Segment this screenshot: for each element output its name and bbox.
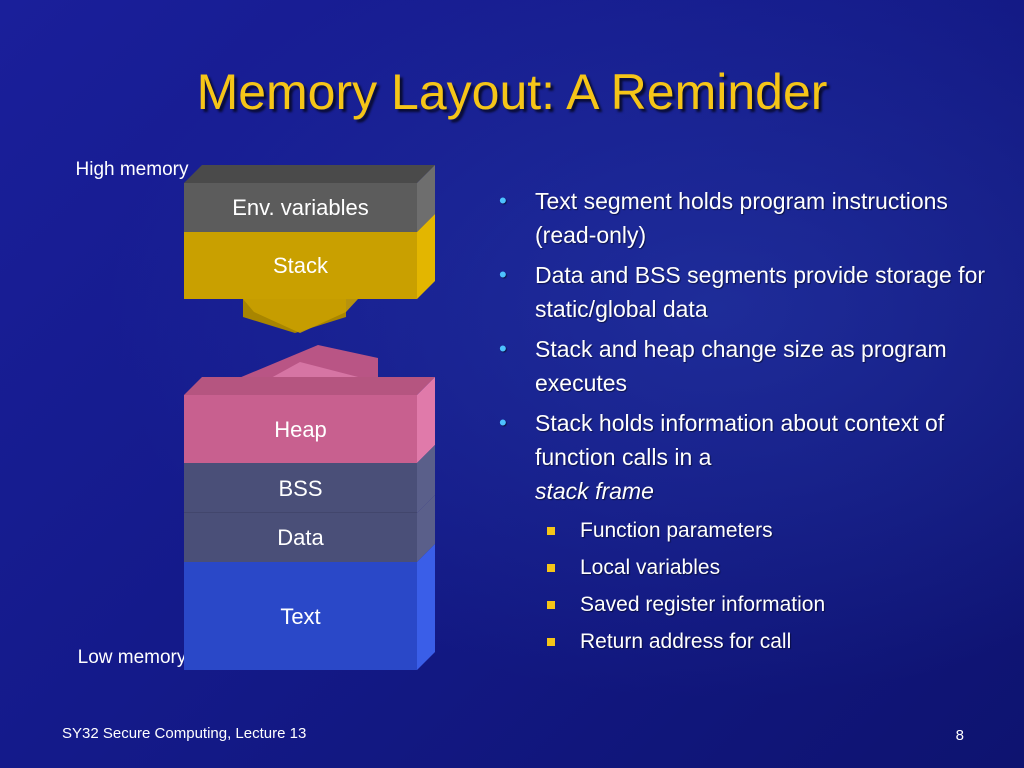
stack-side <box>417 214 435 299</box>
bullet-list: • Text segment holds program instruction… <box>495 184 995 660</box>
env-front <box>184 183 417 232</box>
high-memory-label: High memory <box>75 159 189 180</box>
bullet-text: Data and BSS segments provide storage fo… <box>535 262 986 322</box>
segment-label-heap: Heap <box>274 417 327 442</box>
square-bullet-icon <box>547 638 555 646</box>
data-front <box>184 513 417 562</box>
bss-side <box>417 445 435 513</box>
bullet-dot: • <box>499 262 507 287</box>
heap-top-face <box>184 377 435 395</box>
sub-bullet-item: Return address for call <box>495 623 995 660</box>
text-front <box>184 562 417 670</box>
bss-front <box>184 463 417 513</box>
stack-arrow <box>243 299 358 333</box>
bullet-text: Text segment holds program instructions … <box>535 188 948 248</box>
low-memory-label: Low memory <box>77 647 187 668</box>
sub-bullet-item: Local variables <box>495 549 995 586</box>
footer-page-number: 8 <box>955 727 964 744</box>
bullet-item: • Stack holds information about context … <box>495 406 995 508</box>
bullet-item: • Stack and heap change size as program … <box>495 332 995 400</box>
sub-bullet-text: Saved register information <box>580 593 826 616</box>
sub-bullet-item: Saved register information <box>495 586 995 623</box>
bullet-dot: • <box>499 410 507 435</box>
square-bullet-icon <box>547 564 555 572</box>
segment-label-env: Env. variables <box>232 195 369 220</box>
data-side <box>417 495 435 562</box>
sub-bullet-text: Return address for call <box>580 630 792 653</box>
sub-bullet-item: Function parameters <box>495 512 995 549</box>
slide-title: Memory Layout: A Reminder <box>196 64 828 120</box>
bullet-text: Stack holds information about context of… <box>535 410 945 470</box>
segment-label-stack: Stack <box>272 253 329 278</box>
sub-bullet-text: Local variables <box>580 556 721 579</box>
square-bullet-icon <box>547 527 555 535</box>
sub-bullet-text: Function parameters <box>580 519 773 542</box>
footer-course: SY32 Secure Computing, Lecture 13 <box>62 725 307 742</box>
lower-block <box>184 377 435 670</box>
bullet-dot: • <box>499 336 507 361</box>
bullet-item: • Text segment holds program instruction… <box>495 184 995 252</box>
bullet-emphasis: stack frame <box>535 478 654 504</box>
bullet-dot: • <box>499 188 507 213</box>
segment-label-data: Data <box>277 525 324 550</box>
upper-block <box>184 165 435 299</box>
segment-label-bss: BSS <box>278 476 323 501</box>
heap-front <box>184 395 417 463</box>
bullet-text: Stack and heap change size as program ex… <box>535 336 947 396</box>
stack-growth-arrow <box>243 299 358 333</box>
env-side <box>417 165 435 232</box>
env-top-face <box>184 165 435 183</box>
segment-label-text: Text <box>280 604 321 629</box>
square-bullet-icon <box>547 601 555 609</box>
text-side <box>417 544 435 670</box>
stack-front <box>184 232 417 299</box>
bullet-item: • Data and BSS segments provide storage … <box>495 258 995 326</box>
heap-side <box>417 377 435 463</box>
